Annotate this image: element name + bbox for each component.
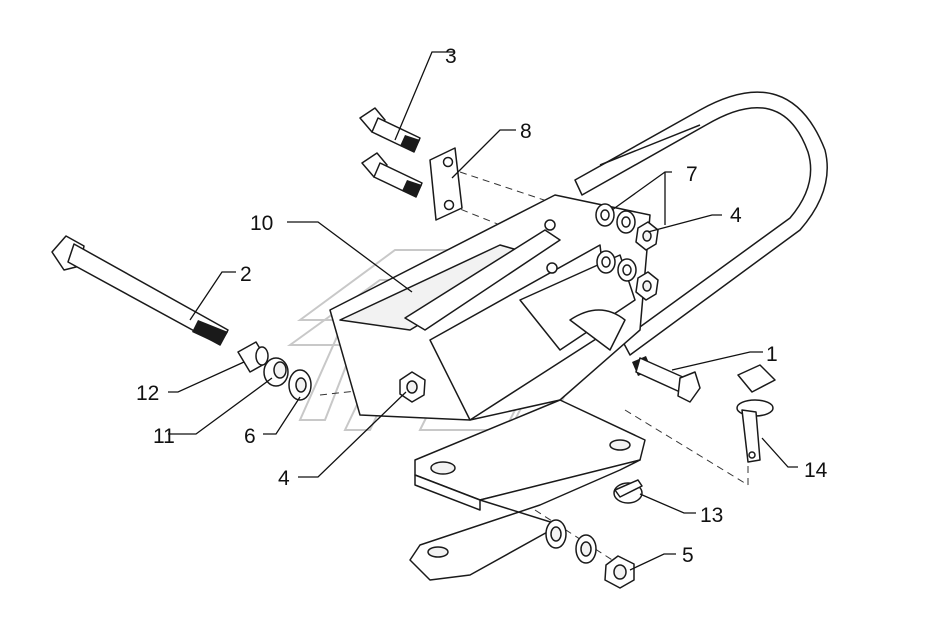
bolt-1 [632, 356, 701, 403]
callout-4a: 4 [730, 204, 742, 227]
nut-4-lower [399, 371, 426, 403]
long-bolt-2 [51, 235, 229, 346]
callout-10: 10 [250, 212, 273, 235]
nuts-4-upper [635, 221, 659, 301]
pin-14 [736, 364, 776, 463]
cone-nut-12 [237, 341, 269, 373]
linch-pin-13 [613, 479, 643, 504]
bolt-3a [359, 107, 421, 153]
bolt-3b [361, 152, 423, 198]
callout-8: 8 [520, 120, 532, 143]
callout-14: 14 [804, 459, 828, 482]
callout-4b: 4 [278, 467, 290, 490]
washer-6 [288, 369, 312, 401]
callout-labels: 3 8 7 4 10 2 1 12 11 6 14 4 13 5 [136, 45, 828, 567]
callout-7: 7 [686, 163, 698, 186]
callout-3: 3 [445, 45, 457, 68]
callout-5: 5 [682, 544, 694, 567]
main-bracket [329, 194, 651, 421]
u-handle [574, 91, 828, 356]
callout-12: 12 [136, 382, 159, 405]
callout-6: 6 [244, 425, 256, 448]
callout-1: 1 [766, 343, 778, 366]
leader-lines [168, 51, 798, 571]
foot-plate [409, 399, 646, 581]
washers-5-group [545, 519, 597, 564]
callout-11: 11 [153, 425, 175, 448]
washers-7 [595, 203, 637, 282]
callout-2: 2 [240, 263, 252, 286]
nut-5 [604, 555, 635, 589]
callout-13: 13 [700, 504, 723, 527]
plate-8 [429, 147, 463, 221]
